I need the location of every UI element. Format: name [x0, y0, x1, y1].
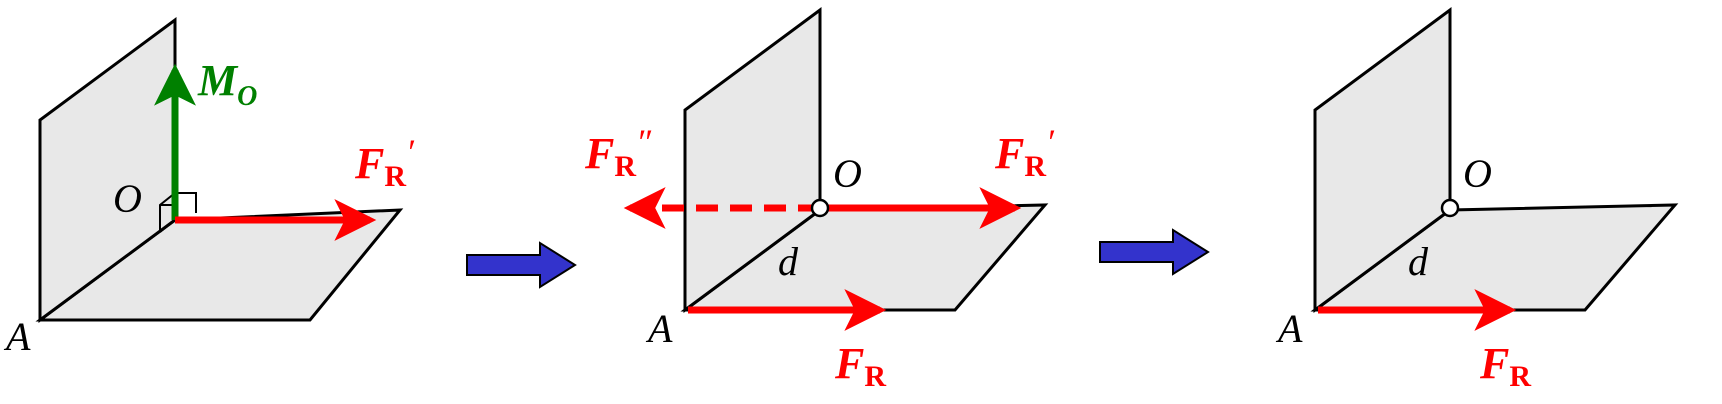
force-double-prime-label: FR″ — [584, 122, 652, 183]
distance-d-label: d — [1408, 239, 1429, 284]
point-o-marker — [1440, 198, 1460, 218]
force-label: FR — [834, 339, 886, 393]
moment-label: MO — [197, 56, 257, 112]
vertical-plane — [38, 17, 177, 323]
panel-3: O A d FR — [1275, 7, 1679, 393]
force-prime-label: FR′ — [994, 122, 1055, 183]
transition-arrow-2 — [1099, 228, 1210, 276]
vertical-plane — [683, 7, 822, 313]
point-o-label: O — [1463, 151, 1492, 196]
panel-2: O A d FR″ FR′ FR — [584, 7, 1055, 393]
vertical-plane — [1313, 7, 1452, 313]
force-prime-label: FR′ — [354, 132, 415, 193]
transition-arrow-1 — [466, 241, 577, 289]
point-a-label: A — [645, 306, 673, 351]
panel-1: O A MO FR′ — [3, 17, 415, 359]
point-o-marker — [810, 198, 830, 218]
distance-d-label: d — [778, 239, 799, 284]
point-a-label: A — [3, 314, 31, 359]
point-o-label: O — [113, 176, 142, 221]
point-o-label: O — [833, 151, 862, 196]
point-a-label: A — [1275, 306, 1303, 351]
force-label: FR — [1479, 339, 1531, 393]
